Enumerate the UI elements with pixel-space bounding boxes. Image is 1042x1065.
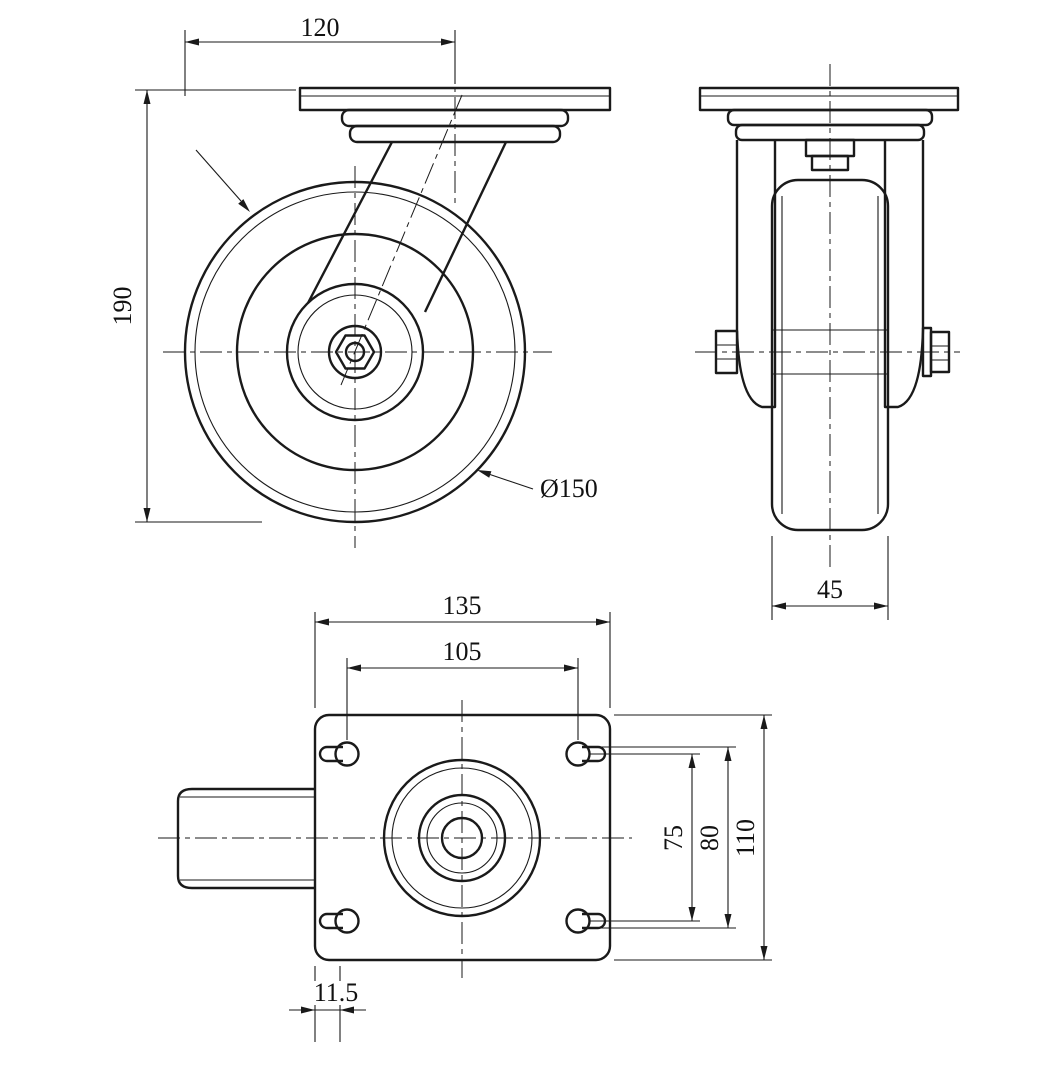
- leader-line: [489, 473, 534, 490]
- arrowhead: [724, 747, 732, 761]
- dim-bolt-spacing-length: 105: [346, 637, 579, 740]
- arrowhead: [688, 907, 696, 921]
- arrowhead: [301, 1006, 315, 1014]
- fork-leg-right: [883, 140, 925, 409]
- dim-11-5-label: 11.5: [314, 978, 359, 1007]
- arrowhead: [441, 38, 455, 46]
- arrowhead: [315, 618, 329, 626]
- dim-75-label: 75: [659, 825, 688, 851]
- axle-hole-circle: [344, 341, 366, 363]
- tread-leader-arrowhead: [238, 199, 250, 212]
- wheel-rim-circle: [235, 232, 475, 472]
- arrowhead: [760, 946, 768, 960]
- mounting-plate-outline: [313, 713, 612, 962]
- dim-slot-spacing: 80: [594, 746, 736, 929]
- label-backing: [308, 981, 366, 1005]
- axle-boss-circle: [327, 324, 383, 380]
- axle-nut-hex: [334, 334, 376, 370]
- arrowhead: [340, 1006, 354, 1014]
- kingpin-nut-lower: [810, 154, 850, 172]
- plan-view-centerlines: [158, 700, 632, 978]
- dim-plate-width: 110: [614, 714, 772, 961]
- side-view: 120 190 Ø150: [108, 13, 612, 548]
- axle-nut: [929, 330, 951, 374]
- fork-leg-left: [735, 140, 777, 409]
- dim-110-label: 110: [731, 819, 760, 857]
- front-view: 45: [695, 64, 960, 620]
- hub-outer-circle: [285, 282, 425, 422]
- wheel-top-outline: [176, 787, 315, 890]
- dim-135-label: 135: [443, 591, 482, 620]
- kingpin-boss-inner-circle: [426, 802, 498, 874]
- dim-plate-length: 135: [314, 591, 611, 708]
- bolt-hole: [334, 741, 360, 767]
- dim-45-label: 45: [817, 575, 843, 604]
- fork-axis-centerline: [340, 94, 463, 386]
- dim-120-label: 120: [301, 13, 340, 42]
- arrowhead: [564, 664, 578, 672]
- swivel-race-inner-circle: [391, 767, 533, 909]
- dim-overall-height: 190: [108, 89, 296, 523]
- hub-inner-circle: [297, 294, 413, 410]
- plan-view-geometry: [176, 713, 612, 962]
- arrowhead: [772, 602, 786, 610]
- kingpin-boss-circle: [417, 793, 507, 883]
- tread-leader-line: [195, 149, 242, 202]
- arrowhead: [724, 914, 732, 928]
- arrowhead: [143, 508, 151, 522]
- wheel-tread-inner-circle: [194, 191, 516, 513]
- fork-rear-edge: [423, 141, 508, 313]
- bolt-hole: [334, 908, 360, 934]
- bolt-slot: [318, 912, 343, 930]
- front-view-geometry: [698, 86, 960, 532]
- bolt-hole: [565, 741, 591, 767]
- arrowhead: [688, 754, 696, 768]
- dim-edge-to-slot: 11.5: [289, 966, 366, 1042]
- dim-swivel-offset: 120: [184, 13, 456, 96]
- dim-bolt-spacing-width: 75: [590, 753, 700, 922]
- side-view-geometry: [183, 86, 612, 524]
- label-wheel-diameter: Ø150: [477, 470, 598, 503]
- bolt-hole: [565, 908, 591, 934]
- dim-105-label: 105: [443, 637, 482, 666]
- bolt-slot: [318, 745, 343, 763]
- wheel-tread-outer-circle: [183, 180, 527, 524]
- arrowhead: [874, 602, 888, 610]
- dim-190-label: 190: [108, 287, 137, 326]
- arrowhead: [185, 38, 199, 46]
- center-hole-circle: [440, 816, 484, 860]
- wheel-front-outline: [770, 178, 890, 532]
- arrowhead: [143, 90, 151, 104]
- dim-wheel-width: 45: [771, 536, 889, 620]
- dim-80-label: 80: [695, 825, 724, 851]
- top-plate-front: [698, 86, 960, 112]
- leader-arrowhead: [477, 470, 492, 478]
- arrowhead: [347, 664, 361, 672]
- tread-leader: [195, 149, 250, 212]
- axle-bolt-head: [714, 329, 739, 375]
- arrowhead: [760, 715, 768, 729]
- plan-view: 135 105 75 80: [158, 591, 772, 1042]
- swivel-race-outer-circle: [382, 758, 542, 918]
- swivel-race-lower: [348, 124, 562, 144]
- fork-front-edge: [306, 141, 394, 304]
- side-view-centerlines: [163, 60, 552, 548]
- arrowhead: [596, 618, 610, 626]
- dim-d150-label: Ø150: [540, 474, 598, 503]
